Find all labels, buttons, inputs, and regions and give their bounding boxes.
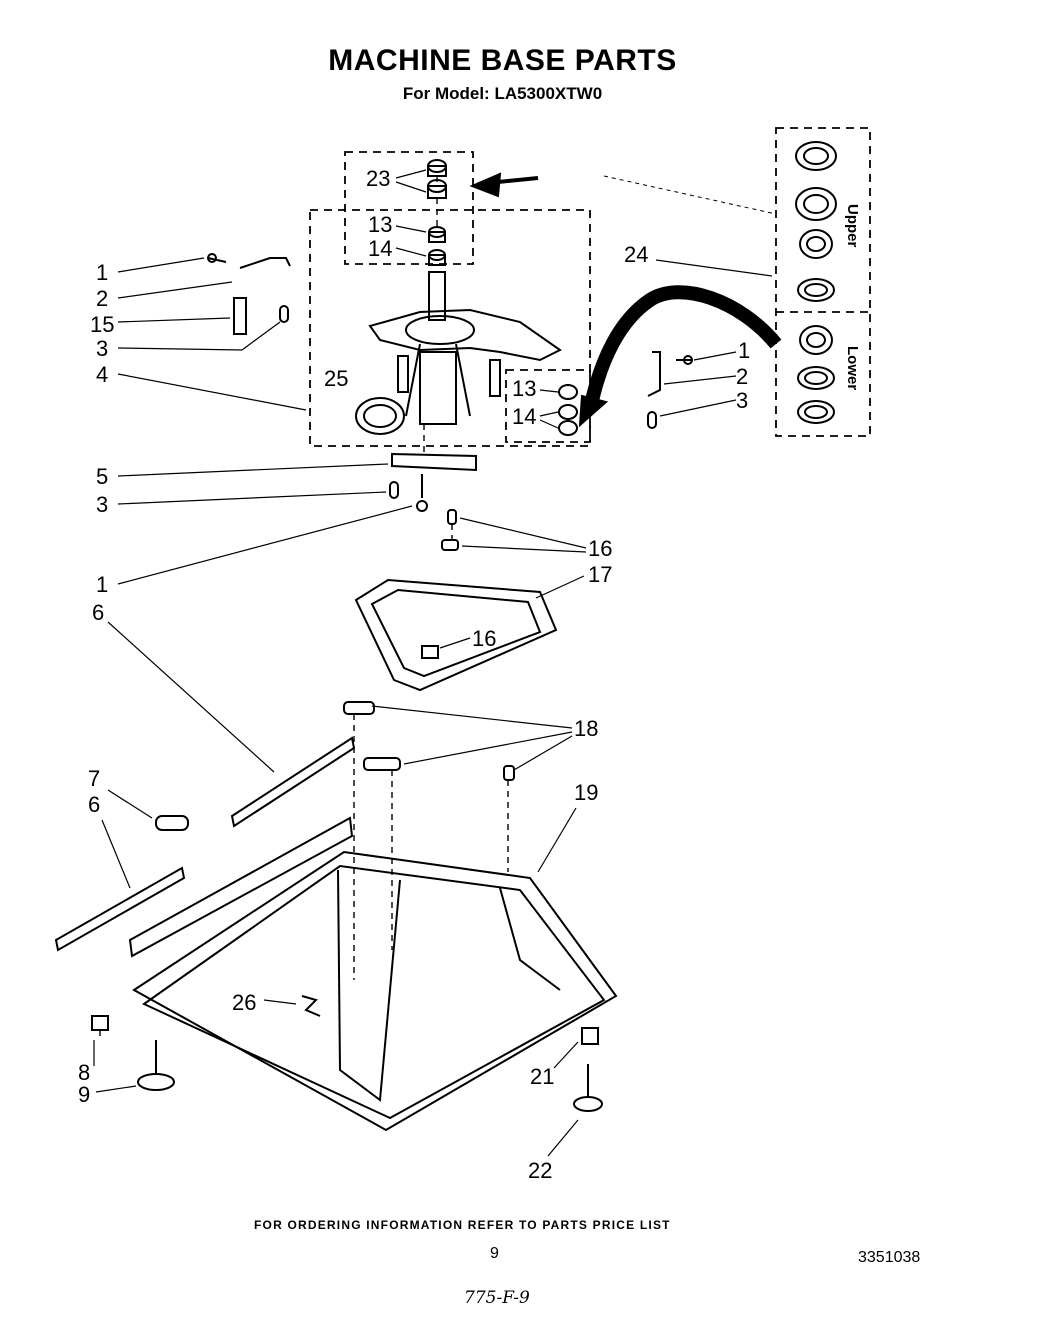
lower-label: Lower xyxy=(844,346,861,390)
callout-labels: 23 13 14 1 2 15 3 4 25 24 1 2 3 13 14 5 … xyxy=(78,166,750,1183)
callout-21: 21 xyxy=(530,1064,554,1089)
callout-19: 19 xyxy=(574,780,598,805)
callout-9: 9 xyxy=(78,1082,90,1107)
callout-26: 26 xyxy=(232,990,256,1015)
dashed-boxes xyxy=(309,127,871,447)
callout-1-left: 1 xyxy=(96,260,108,285)
curved-arrow-head xyxy=(578,394,609,428)
callout-3-right: 3 xyxy=(736,388,748,413)
top-seal-box xyxy=(344,151,474,265)
callout-1-right: 1 xyxy=(738,338,750,363)
callout-16-mid: 16 xyxy=(472,626,496,651)
inset-leader xyxy=(603,175,777,215)
bearing-inset xyxy=(795,141,837,424)
callout-13-top: 13 xyxy=(368,212,392,237)
transmission-assembly xyxy=(355,271,562,435)
callout-6-top: 6 xyxy=(92,600,104,625)
callout-6-bottom: 6 xyxy=(88,792,100,817)
callout-3-mid: 3 xyxy=(96,492,108,517)
callout-5: 5 xyxy=(96,464,108,489)
callout-14-right: 14 xyxy=(512,404,536,429)
callout-4: 4 xyxy=(96,362,108,387)
model-subtitle: For Model: LA5300XTW0 xyxy=(402,84,603,103)
callout-22: 22 xyxy=(528,1158,552,1183)
bearing-small xyxy=(558,384,578,436)
callout-3-left: 3 xyxy=(96,336,108,361)
callout-14-top: 14 xyxy=(368,236,392,261)
ordering-note: FOR ORDERING INFORMATION REFER TO PARTS … xyxy=(254,1218,671,1232)
callout-23: 23 xyxy=(366,166,390,191)
callout-24: 24 xyxy=(624,242,648,267)
pointer-arrows xyxy=(469,172,782,428)
transmission-box xyxy=(309,209,591,447)
leader-lines xyxy=(93,169,773,1157)
callout-2-right: 2 xyxy=(736,364,748,389)
mid-frame xyxy=(354,509,558,692)
callout-2-left: 2 xyxy=(96,286,108,311)
callout-16-top: 16 xyxy=(588,536,612,561)
callout-17: 17 xyxy=(588,562,612,587)
handwritten-note: 775-F-9 xyxy=(464,1288,530,1308)
curved-arrow xyxy=(583,285,782,412)
document-number: 3351038 xyxy=(858,1249,921,1266)
guide-lines xyxy=(99,176,509,1040)
callout-8: 8 xyxy=(78,1060,90,1085)
page-number: 9 xyxy=(490,1245,499,1262)
callout-15: 15 xyxy=(90,312,114,337)
page-title: MACHINE BASE PARTS xyxy=(328,44,677,77)
top-arrow-head xyxy=(469,172,502,198)
callout-25: 25 xyxy=(324,366,348,391)
callout-1-mid: 1 xyxy=(96,572,108,597)
hardware xyxy=(207,253,693,512)
bearing-inset-box xyxy=(775,127,871,437)
callout-18: 18 xyxy=(574,716,598,741)
callout-13-right: 13 xyxy=(512,376,536,401)
upper-label: Upper xyxy=(844,204,861,248)
callout-7: 7 xyxy=(88,766,100,791)
